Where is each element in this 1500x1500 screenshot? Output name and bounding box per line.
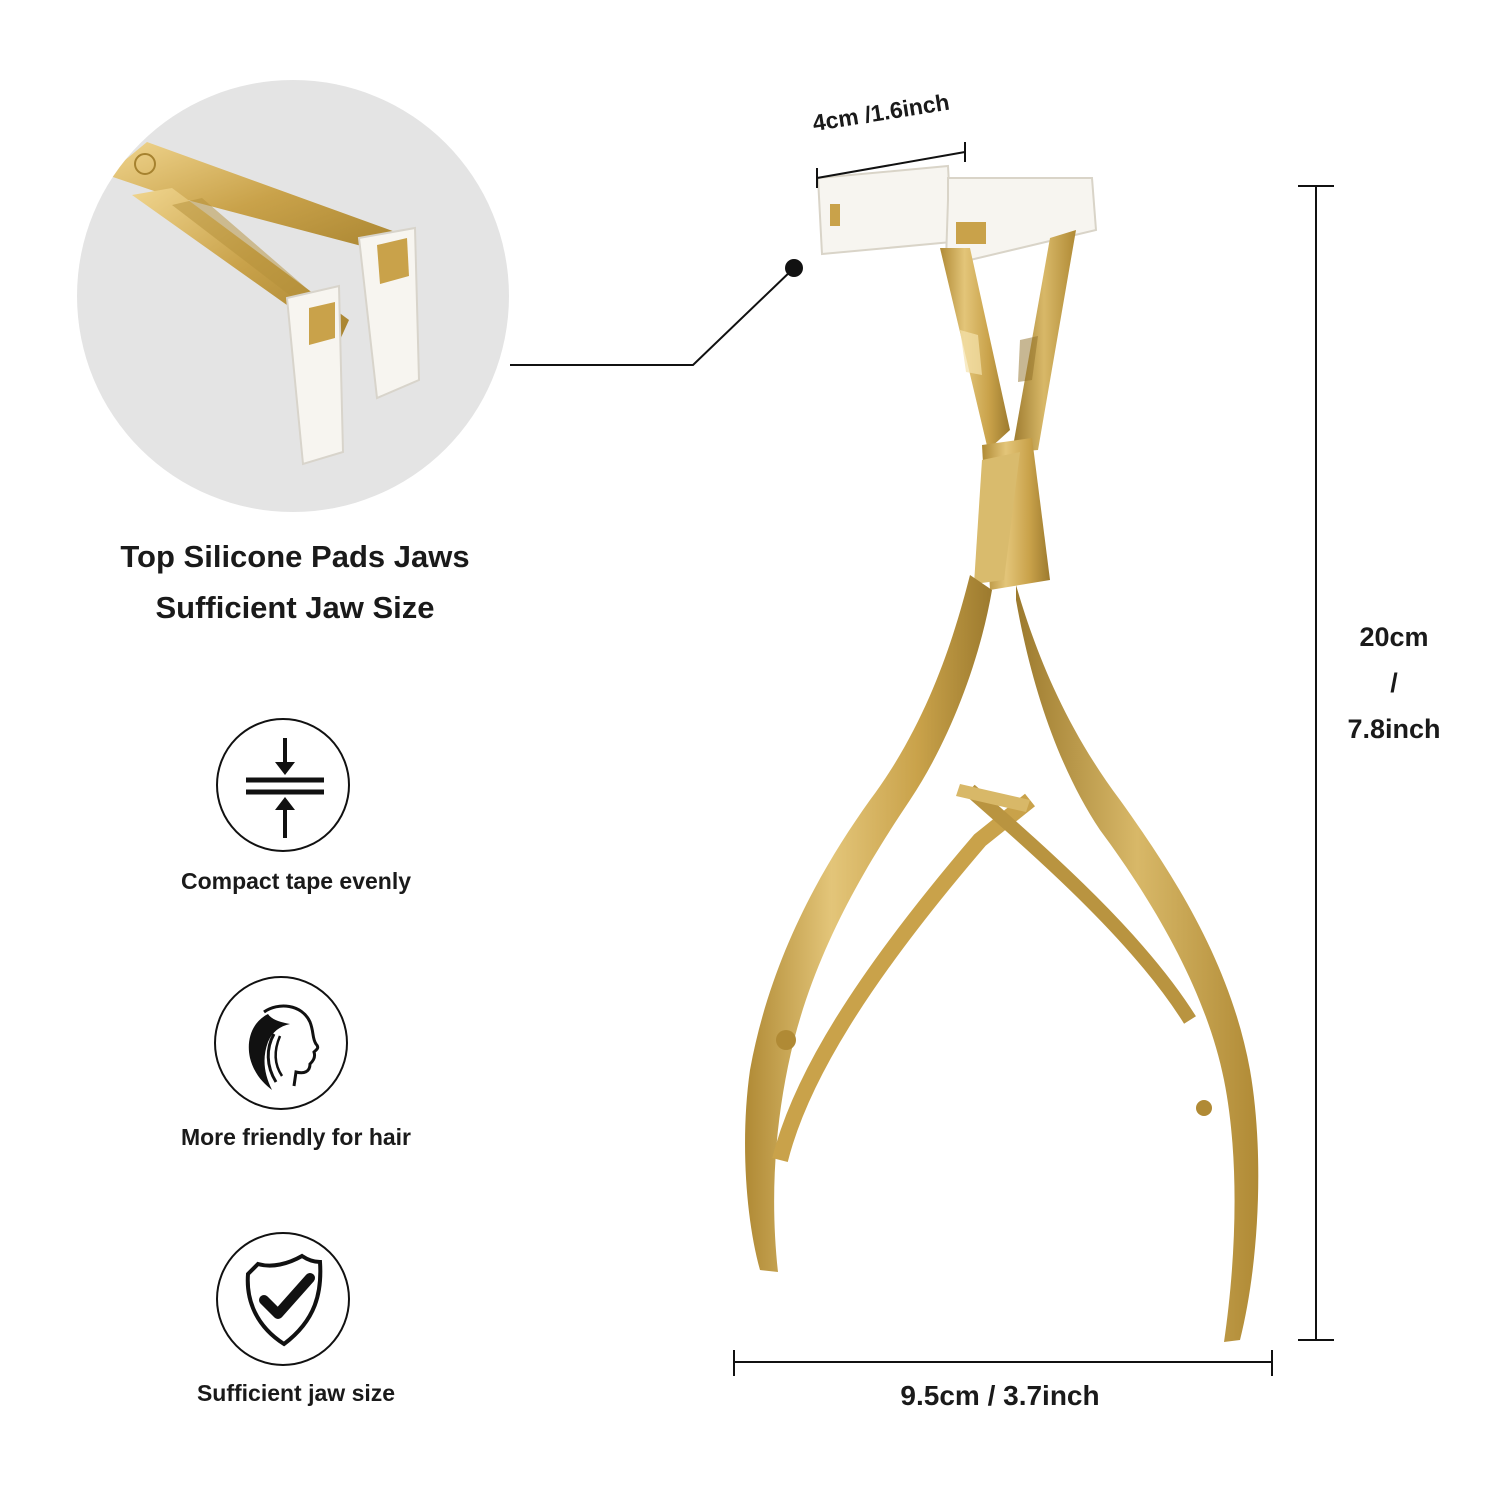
jaw-closeup-image [77,80,509,512]
plier-illustration [745,164,1259,1342]
height-label-separator: / [1390,668,1398,698]
feature-label-3: Sufficient jaw size [196,1380,396,1406]
woman-hair-profile-icon [248,1004,320,1090]
callout-title-line1: Top Silicone Pads Jaws [120,539,470,574]
jaw-closeup-illustration [107,142,421,466]
width-label: 9.5cm / 3.7inch [900,1380,1100,1411]
feature-icon-circle-1 [216,718,350,852]
height-dimension-line [1298,185,1334,1341]
jaw-pads [816,164,1098,261]
height-label-inch: 7.8inch [1347,714,1441,744]
compress-arrows-icon [246,738,324,838]
callout-title-line2: Sufficient Jaw Size [155,590,435,625]
feature-label-2: More friendly for hair [180,1124,412,1150]
jaw-width-label: 4cm /1.6inch [810,88,952,137]
jaw-width-dimension-line [816,142,966,188]
feature-label-1: Compact tape evenly [180,868,412,894]
pointer-dot [785,259,803,277]
height-label-cm: 20cm [1359,622,1429,652]
feature-icon-circle-3 [216,1232,350,1366]
width-dimension-line [733,1350,1273,1376]
callout-pointer-line [510,259,803,366]
shield-check-icon [245,1253,323,1347]
feature-icon-circle-2 [214,976,348,1110]
